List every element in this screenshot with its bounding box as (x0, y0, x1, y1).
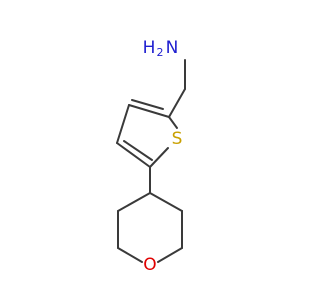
bond-c3-c4 (116, 104, 130, 144)
molecule-structure: H 2 N S O (116, 38, 186, 275)
amine-n: N (166, 38, 179, 58)
amine-label: H 2 N (143, 38, 179, 59)
bond-c2-c3 (128, 104, 170, 118)
bond-ch2-c2 (168, 88, 186, 118)
bond-c4-c5 (116, 142, 151, 168)
oxygen-label: O (143, 255, 156, 275)
bond-oxane-1 (149, 192, 183, 212)
bond-c5-s (149, 147, 169, 168)
amine-subscript: 2 (157, 46, 164, 59)
bond-oxane-6 (117, 192, 151, 212)
bond-s-c2 (168, 116, 178, 129)
bond-oxane-3 (157, 247, 183, 263)
bond-c4-c5-double (123, 140, 153, 161)
bond-oxane-4 (117, 247, 143, 263)
sulfur-label: S (172, 129, 183, 149)
bond-c2-c3-double (131, 99, 164, 110)
amine-h: H (143, 38, 156, 58)
